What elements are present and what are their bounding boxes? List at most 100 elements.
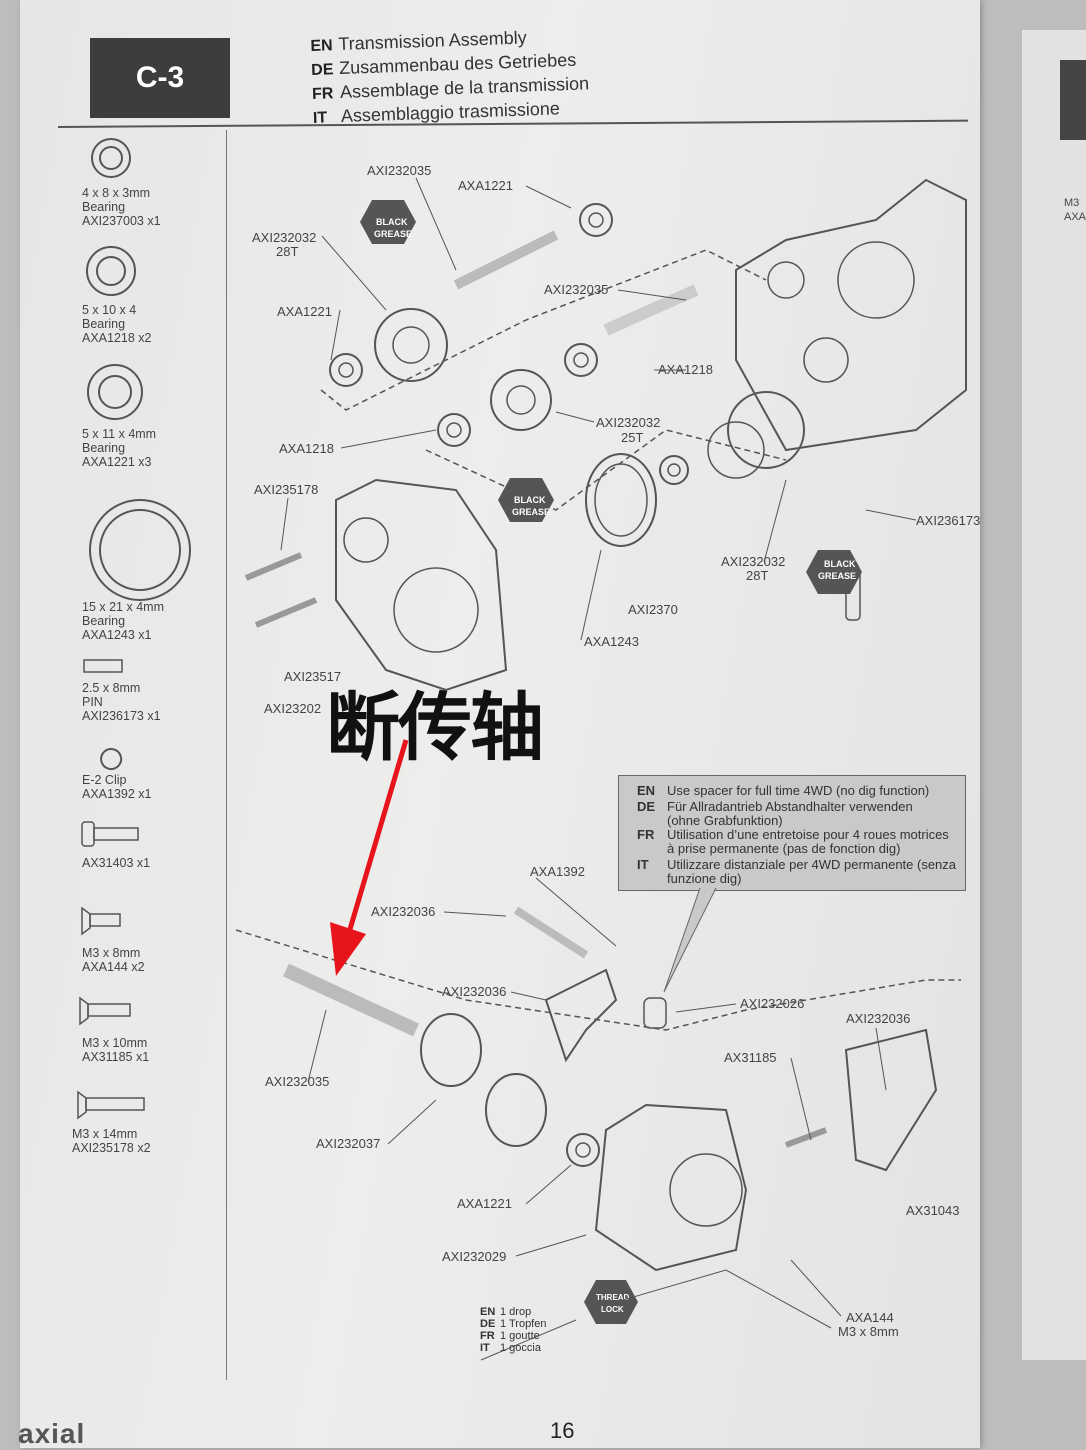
assembly-path <box>235 929 961 1031</box>
part-ax31403: AX31403 x1 <box>82 856 151 870</box>
callout-label: 28T <box>276 244 298 259</box>
gear-28t-icon <box>374 308 448 382</box>
callout-label: AXA1243 <box>584 634 639 649</box>
dig-clutch-icon <box>485 1073 547 1147</box>
dig-clutch-icon <box>420 1013 482 1087</box>
shift-fork-icon <box>544 968 618 1063</box>
svg-text:THREAD: THREAD <box>596 1293 630 1302</box>
column-divider <box>226 130 227 1380</box>
callout-label: AXI232036 <box>371 904 435 919</box>
black-grease-badge: BLACK GREASE <box>498 478 554 522</box>
bearing-icon <box>579 203 613 237</box>
callout-label: AXI2370 <box>628 602 678 617</box>
annotation-label: 断传轴 <box>326 685 544 771</box>
next-page-edge <box>1022 30 1086 1360</box>
clip-icon <box>100 748 123 771</box>
gearbox-housing-bottom <box>594 1103 748 1272</box>
bearing-icon <box>86 246 136 296</box>
svg-text:BLACK: BLACK <box>514 495 546 505</box>
bearing-icon <box>87 364 143 420</box>
callout-label: AXI232036 <box>442 984 506 999</box>
large-bearing-icon <box>89 499 191 601</box>
callout-label: AXI232032 <box>721 554 785 569</box>
callout-label: AXA1218 <box>279 441 334 456</box>
callout-label: AXI232036 <box>846 1011 910 1026</box>
svg-text:GREASE: GREASE <box>818 571 856 581</box>
next-page-text: M3 AXA <box>1064 197 1086 223</box>
callout-label: AXI23202 <box>264 701 321 716</box>
gearbox-housing-left <box>335 478 508 692</box>
assembly-path <box>320 249 767 411</box>
shaft-icon <box>603 284 699 336</box>
screw-icon <box>254 597 318 628</box>
callout-label: AXI232035 <box>367 163 431 178</box>
shaft-icon <box>283 963 419 1037</box>
black-grease-badge: BLACK GREASE <box>806 550 862 594</box>
callout-label: AXA1221 <box>277 304 332 319</box>
manual-page <box>20 0 980 1448</box>
gear-25t-icon <box>490 369 552 431</box>
shaft-icon <box>453 230 559 290</box>
svg-text:GREASE: GREASE <box>512 507 550 517</box>
bearing-icon <box>564 343 598 377</box>
screw-icon <box>79 996 89 1026</box>
black-grease-badge: BLACK GREASE <box>360 200 416 244</box>
callout-label: AX31185 <box>724 1050 777 1065</box>
spacer-icon <box>643 997 667 1029</box>
thread-lock-badge: THREAD LOCK <box>584 1280 638 1324</box>
note-pointer <box>663 888 717 993</box>
callout-label: AXA144 <box>846 1310 894 1325</box>
callout-label: 28T <box>746 568 768 583</box>
bearing-icon <box>659 455 689 485</box>
screw-icon <box>81 821 95 847</box>
screw-icon <box>784 1127 828 1148</box>
exploded-diagram: BLACK GREASE BLACK GREASE BLACK GREASE T… <box>235 163 980 1361</box>
parts-icons <box>77 138 191 1120</box>
pin-icon <box>83 659 123 673</box>
bearing-icon <box>437 413 471 447</box>
red-arrow-head <box>330 922 366 976</box>
callout-label: AXI23517 <box>284 669 341 684</box>
callout-label: AXI232035 <box>265 1074 329 1089</box>
callout-label: 25T <box>621 430 643 445</box>
svg-text:LOCK: LOCK <box>601 1305 624 1314</box>
callout-label: AXA1221 <box>457 1196 512 1211</box>
red-arrow-shaft <box>345 739 409 937</box>
screw-icon <box>244 552 303 581</box>
callout-label: AXI235178 <box>254 482 318 497</box>
bearing-icon <box>566 1133 600 1167</box>
callout-label: AXI232032 <box>252 230 316 245</box>
svg-text:BLACK: BLACK <box>376 217 408 227</box>
step-tab: C-3 <box>90 38 230 118</box>
red-arrow-icon <box>330 739 409 976</box>
callout-label: AX31043 <box>906 1203 960 1218</box>
svg-text:GREASE: GREASE <box>374 229 412 239</box>
assembly-path <box>425 429 787 511</box>
bearing-icon <box>91 138 131 178</box>
callout-label: AXA1221 <box>458 178 513 193</box>
callout-label: AXI232029 <box>442 1249 506 1264</box>
callout-label: M3 x 8mm <box>838 1324 899 1339</box>
shaft-icon <box>513 906 589 959</box>
page-number: 16 <box>550 1418 575 1443</box>
gear-28t-icon <box>727 391 805 469</box>
screw-icon <box>81 906 91 936</box>
large-bearing-icon <box>585 453 657 547</box>
next-page-step-tab <box>1060 60 1086 140</box>
callout-label: AXI232037 <box>316 1136 380 1151</box>
gearbox-housing-top <box>735 178 967 452</box>
callout-label: AXA1392 <box>530 864 585 879</box>
callout-label: AXI232032 <box>596 415 660 430</box>
screw-icon <box>77 1090 87 1120</box>
